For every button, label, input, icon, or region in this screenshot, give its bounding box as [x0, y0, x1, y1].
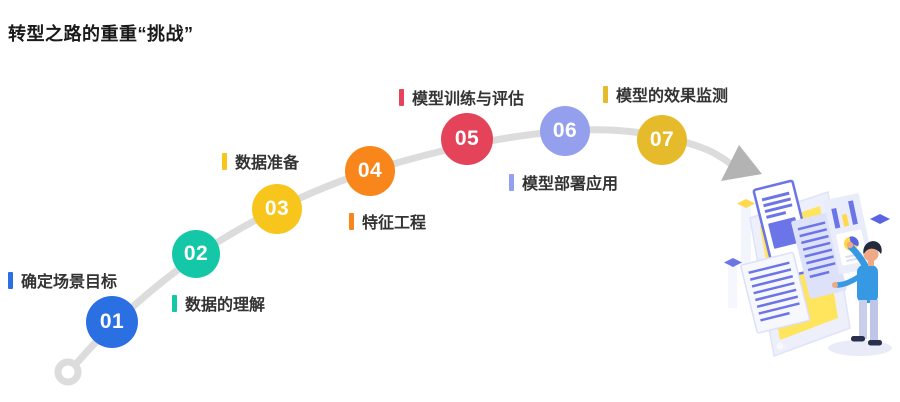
- step-06-label: 模型部署应用: [509, 170, 618, 194]
- step-02-circle: 02: [172, 230, 220, 278]
- decor-column: [728, 266, 737, 308]
- shoe: [851, 336, 865, 342]
- step-06-number: 06: [552, 119, 578, 142]
- step-05-number: 05: [454, 127, 480, 150]
- label-bar-icon: [172, 294, 177, 312]
- label-bar-icon: [603, 85, 608, 103]
- label-bar-icon: [509, 173, 514, 191]
- step-03-label-text: 数据准备: [235, 155, 300, 172]
- list-card: [740, 251, 811, 334]
- step-06-circle: 06: [540, 106, 590, 156]
- diamond-yellow-icon: [737, 199, 755, 208]
- extended-arm: [834, 273, 863, 288]
- step-02-label-text: 数据的理解: [185, 297, 266, 314]
- step-04-circle: 04: [345, 146, 395, 196]
- journey-curve: [72, 126, 736, 368]
- person-figure: [832, 241, 882, 346]
- step-07-circle: 07: [637, 115, 687, 165]
- shoe: [868, 340, 882, 346]
- step-03-circle: 03: [252, 184, 302, 234]
- step-05-label-text: 模型训练与评估: [412, 91, 525, 108]
- step-03-label: 数据准备: [222, 149, 299, 173]
- diamond-blue-icon: [870, 214, 890, 224]
- step-05-label: 模型训练与评估: [399, 85, 524, 109]
- diamond-purple-icon: [724, 258, 742, 267]
- ground-shadow: [828, 340, 892, 356]
- page-title: 转型之路的重重“挑战”: [8, 24, 194, 44]
- hair: [863, 241, 882, 254]
- label-bar-icon: [399, 88, 404, 106]
- bar-chart-icon: [831, 207, 841, 229]
- step-01-number: 01: [99, 310, 125, 333]
- path-arrowhead-icon: [721, 145, 762, 181]
- leg: [870, 300, 878, 342]
- step-07-number: 07: [649, 128, 675, 151]
- step-05-circle: 05: [441, 113, 493, 165]
- path-start-ring-icon: [54, 358, 82, 386]
- step-01-label: 确定场景目标: [8, 268, 117, 292]
- step-06-label-text: 模型部署应用: [522, 176, 619, 193]
- step-04-label: 特征工程: [349, 209, 426, 233]
- torso: [857, 265, 878, 303]
- step-07-label-text: 模型的效果监测: [616, 88, 729, 105]
- person-working-with-documents-illustration: [724, 179, 892, 358]
- step-04-label-text: 特征工程: [362, 215, 427, 232]
- step-01-circle: 01: [86, 296, 138, 348]
- step-02-label: 数据的理解: [172, 291, 265, 315]
- step-03-number: 03: [264, 197, 290, 220]
- step-04-number: 04: [357, 159, 383, 182]
- step-01-label-text: 确定场景目标: [21, 274, 118, 291]
- label-bar-icon: [222, 152, 227, 170]
- label-bar-icon: [8, 271, 13, 289]
- label-bar-icon: [349, 212, 354, 230]
- head: [863, 246, 879, 262]
- step-02-number: 02: [183, 242, 209, 265]
- step-07-label: 模型的效果监测: [603, 82, 728, 106]
- decor-column: [741, 206, 751, 268]
- leg: [859, 300, 867, 339]
